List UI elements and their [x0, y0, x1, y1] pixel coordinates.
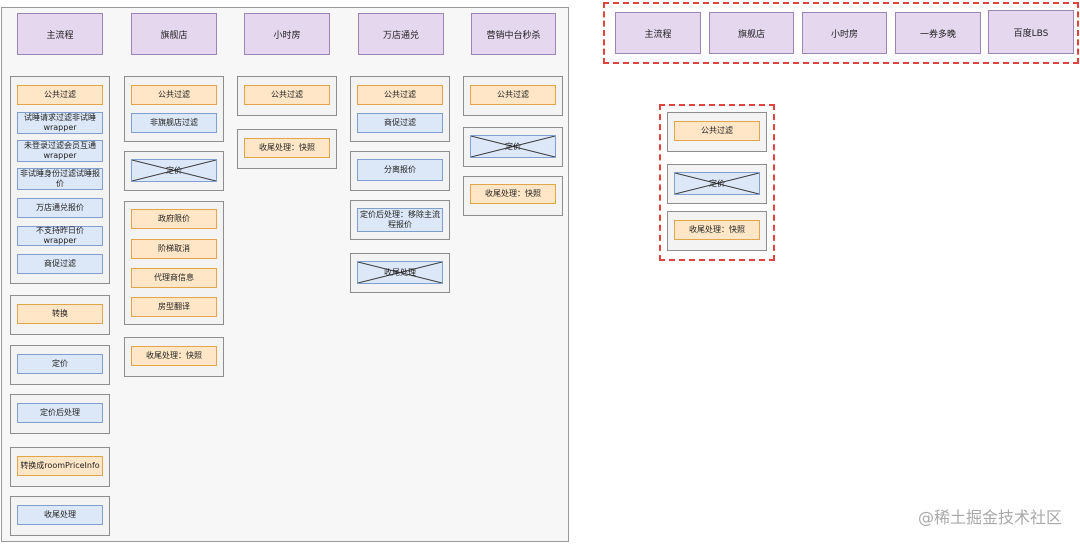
col1-pricing: 定价: [17, 354, 103, 374]
col1-wandian-price: 万店通兑报价: [17, 198, 103, 218]
col4-post-pricing-remove-main: 定价后处理：移除主流程报价: [357, 208, 443, 232]
col1-convert: 转换: [17, 304, 103, 324]
col4-finalize-disabled: 收尾处理: [357, 261, 443, 284]
col2-pricing-label: 定价: [166, 165, 182, 175]
watermark-text: @稀土掘金技术社区: [917, 508, 1062, 527]
col4-finalize-label: 收尾处理: [384, 267, 416, 277]
col2-finalize-snapshot: 收尾处理：快照: [131, 346, 217, 366]
cross-out-icon: [358, 262, 442, 283]
right-header-main-flow: 主流程: [615, 12, 701, 54]
col1-trial-filter: 试睡请求过滤非试睡wrapper: [17, 112, 103, 134]
col1-finalize: 收尾处理: [17, 505, 103, 525]
col2-pricing-disabled: 定价: [131, 159, 217, 182]
col2-room-translate: 房型翻译: [131, 297, 217, 317]
header-flagship: 旗舰店: [131, 13, 217, 55]
col1-promo-filter: 商促过滤: [17, 254, 103, 274]
right-pricing-disabled: 定价: [674, 172, 760, 195]
col3-public-filter: 公共过滤: [244, 85, 330, 105]
col1-nontrial-filter: 非试睡身份过滤试睡报价: [17, 168, 103, 190]
col1-no-yesterday-price: 不支持昨日价wrapper: [17, 226, 103, 246]
col2-non-flagship-filter: 非旗舰店过滤: [131, 113, 217, 133]
col2-gov-price-limit: 政府限价: [131, 209, 217, 229]
right-header-flagship: 旗舰店: [709, 12, 794, 54]
col5-pricing-disabled: 定价: [470, 135, 556, 158]
col3-finalize-snapshot: 收尾处理：快照: [244, 138, 330, 158]
header-hourly-room: 小时房: [244, 13, 330, 55]
cross-out-icon: [675, 173, 759, 194]
col1-public-filter: 公共过滤: [17, 85, 103, 105]
col2-tiered-cancel: 阶梯取消: [131, 239, 217, 259]
right-pricing-label: 定价: [709, 178, 725, 188]
col4-split-price: 分离报价: [357, 159, 443, 181]
right-header-baidu-lbs: 百度LBS: [988, 10, 1074, 54]
header-marketing-seckill: 营销中台秒杀: [471, 13, 556, 55]
right-header-one-coupon-multi-night: 一券多晚: [895, 12, 981, 54]
header-wandian: 万店通兑: [358, 13, 444, 55]
cross-out-icon: [132, 160, 216, 181]
col5-finalize-snapshot: 收尾处理：快照: [470, 184, 556, 204]
col5-public-filter: 公共过滤: [470, 85, 556, 105]
col1-convert-room-price-info: 转换成roomPriceInfo: [17, 456, 103, 476]
col1-post-pricing: 定价后处理: [17, 403, 103, 423]
right-public-filter: 公共过滤: [674, 121, 760, 141]
right-headers-dashed-frame: [603, 2, 1079, 64]
col5-pricing-label: 定价: [505, 141, 521, 151]
right-header-hourly-room: 小时房: [802, 12, 887, 54]
right-finalize-snapshot: 收尾处理：快照: [674, 220, 760, 240]
col1-login-filter: 未登录过滤会员互通wrapper: [17, 140, 103, 162]
cross-out-icon: [471, 136, 555, 157]
col2-agent-info: 代理商信息: [131, 268, 217, 288]
right-groups-dashed-frame: [659, 104, 775, 261]
col2-public-filter: 公共过滤: [131, 85, 217, 105]
header-main-flow: 主流程: [17, 13, 103, 55]
col4-promo-filter: 商促过滤: [357, 113, 443, 133]
col4-public-filter: 公共过滤: [357, 85, 443, 105]
